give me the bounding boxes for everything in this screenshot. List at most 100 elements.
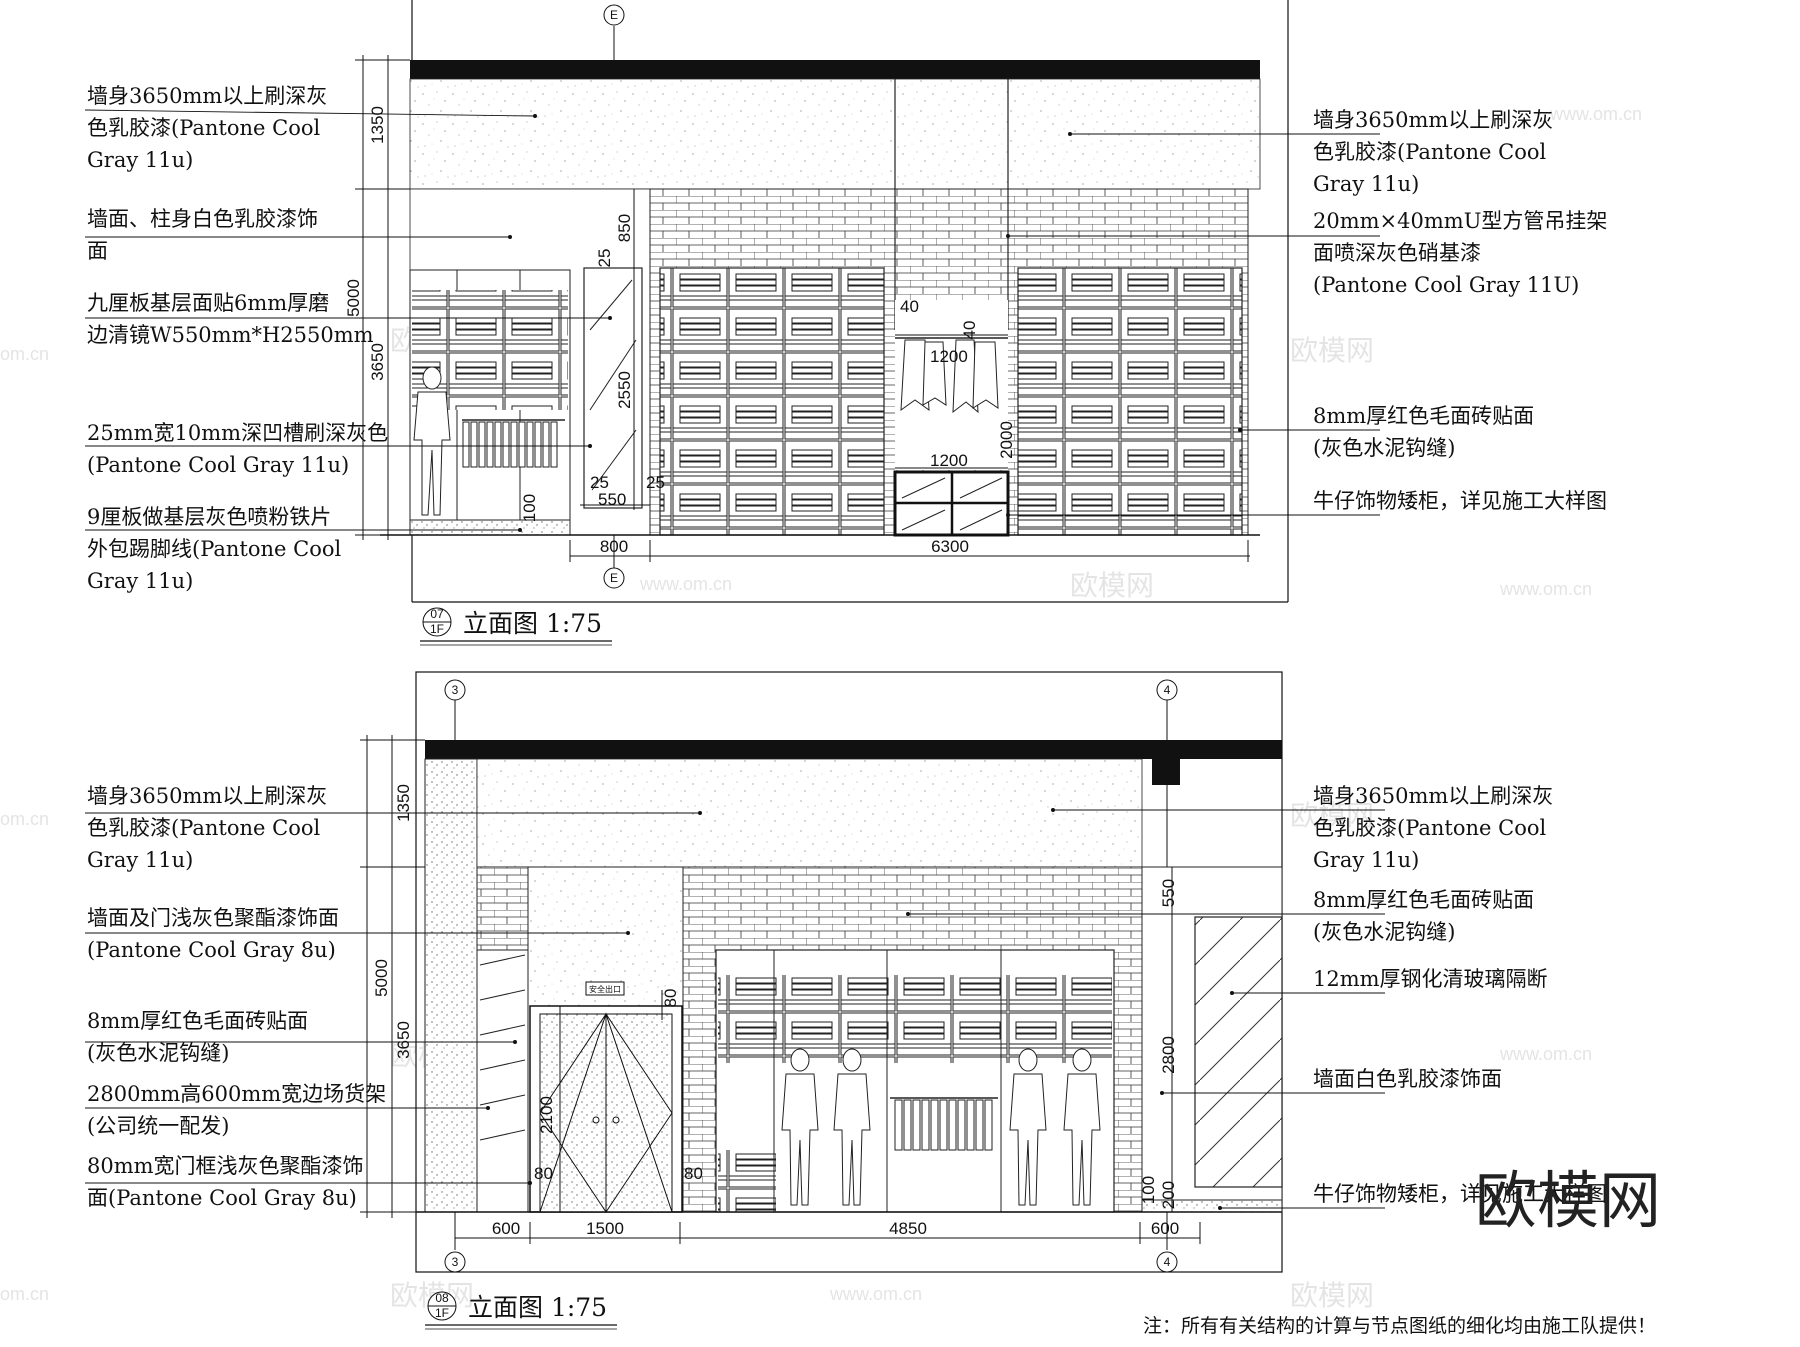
watermark-text: om.cn [0,809,49,829]
shelving-unit-right [1017,267,1243,536]
annotation-note-line: 80mm宽门框浅灰色聚酯漆饰 [87,1154,364,1178]
annotation-note-line: 25mm宽10mm深凹槽刷深灰色 [87,421,388,445]
watermark-text: 欧模网 [1290,335,1374,366]
annotation-note-line: 12mm厚钢化清玻璃隔断 [1313,967,1548,991]
ceiling-beam [410,60,1260,79]
annotation-note-line: Gray 11u) [87,569,193,593]
glass-partition [1194,916,1283,1188]
watermark-text: www.om.cn [639,574,732,594]
annotation-note-line: Gray 11u) [87,848,193,872]
dim-850: 850 [615,214,634,242]
ref-sheet: 1F [435,1306,449,1320]
axis-bubble-e-top [603,4,625,26]
dim-800: 800 [600,537,628,556]
annotation-note-line: 色乳胶漆(Pantone Cool [1313,140,1546,164]
annotation-note-line: 墙身3650mm以上刷深灰 [1313,108,1553,132]
axis-label-3-bottom: 3 [452,1255,459,1269]
dim-2000: 2000 [997,421,1016,459]
annotation-note-line: 面喷深灰色硝基漆 [1313,241,1481,265]
edge-shelf-brackets [479,954,526,1141]
beam-drop [1152,759,1180,785]
annotation-note-line: (灰色水泥钩缝) [1313,436,1455,460]
leader-lines-right [908,809,1385,1209]
leader-dots-left [508,114,612,532]
axis-bubble-e-bottom [603,567,625,589]
dim-25b: 25 [590,473,609,492]
annotation-note-line: 墙身3650mm以上刷深灰 [87,84,327,108]
column-left [424,758,478,1213]
annotation-note-line: Gray 11u) [87,148,193,172]
watermark-text: www.om.cn [829,1284,922,1304]
dim-100: 100 [520,494,539,522]
ref-number: 07 [430,607,444,621]
dim-6300: 6300 [931,537,969,556]
annotation-note-line: Gray 11u) [1313,172,1419,196]
hanging-clothes-rail [890,1097,998,1151]
watermark-text: 欧模网 [1290,1280,1374,1311]
dimension-chain-vertical [355,55,410,540]
annotation-note-line: 墙身3650mm以上刷深灰 [87,784,327,808]
shelving-unit-left [659,267,885,536]
leader-dots-right [906,808,1234,1210]
annotation-note-line: 九厘板基层面贴6mm厚磨 [87,291,329,315]
annotation-note-line: 20mm×40mmU型方管吊挂架 [1313,209,1607,233]
leader-lines-left [85,812,700,1184]
annotation-note-line: (Pantone Cool Gray 11u) [87,453,349,477]
mirror-reflection-line [589,279,633,331]
dim-200: 200 [1159,1181,1178,1209]
mannequin-figure [781,1048,819,1206]
axis-bubble-4-bottom [1156,1251,1178,1273]
annotation-note-line: 色乳胶漆(Pantone Cool [1313,816,1546,840]
watermark-text: om.cn [0,344,49,364]
edge-shelf-left [476,949,529,1213]
mannequin-figure [1063,1048,1101,1206]
elevation-title-text: 立面图 1:75 [463,609,602,638]
dim-600b: 600 [1151,1219,1179,1238]
dimension-chain-vertical [360,735,425,1218]
mannequin-figure [413,366,451,516]
dim-1350: 1350 [368,106,387,144]
dim-80a: 80 [661,989,680,1008]
annotation-note-line: (公司统一配发) [87,1114,229,1138]
dim-1350: 1350 [394,784,413,822]
annotation-note-line: (Pantone Cool Gray 11U) [1313,273,1579,297]
footer-note: 注：所有有关结构的计算与节点图纸的细化均由施工队提供！ [1143,1315,1656,1337]
annotation-note-line: (Pantone Cool Gray 8u) [87,938,336,962]
leader-dots-left [486,811,702,1185]
annotation-note-line: Gray 11u) [1313,848,1419,872]
dim-1200a: 1200 [930,347,968,366]
dim-5000: 5000 [372,959,391,997]
axis-label-3-top: 3 [452,683,459,697]
mirror-reflection-line [591,429,637,491]
annotation-note-line: 外包踢脚线(Pantone Cool [87,537,341,561]
annotation-note-line: 8mm厚红色毛面砖贴面 [1313,404,1534,428]
annotation-note-line: 8mm厚红色毛面砖贴面 [1313,888,1534,912]
annotation-note-line: 色乳胶漆(Pantone Cool [87,816,320,840]
mannequin-figure [833,1048,871,1206]
axis-label-4-top: 4 [1164,683,1171,697]
watermark-text: www.om.cn [1499,1044,1592,1064]
leader-dots-right [1006,132,1242,517]
ref-sheet: 1F [430,622,444,636]
axis-bubble-3-bottom [444,1251,466,1273]
dim-3650: 3650 [394,1021,413,1059]
axis-bubble-4-top [1156,679,1178,701]
dim-4850: 4850 [889,1219,927,1238]
leader-lines-left [84,109,610,531]
dim-2550: 2550 [615,371,634,409]
dim-1500: 1500 [586,1219,624,1238]
watermark-text: www.om.cn [1549,104,1642,124]
annotation-note-line: 2800mm高600mm宽边场货架 [87,1082,386,1106]
dim-3650: 3650 [368,343,387,381]
dim-5000: 5000 [344,279,363,317]
dim-1200b: 1200 [930,451,968,470]
annotation-note-line: 8mm厚红色毛面砖贴面 [87,1009,308,1033]
dim-80b: 80 [534,1164,553,1183]
annotation-note-line: 牛仔饰物矮柜，详见施工大样图 [1313,489,1607,513]
dim-80c: 80 [684,1164,703,1183]
dim-2100: 2100 [537,1096,556,1134]
shelf-block [718,975,1112,1063]
